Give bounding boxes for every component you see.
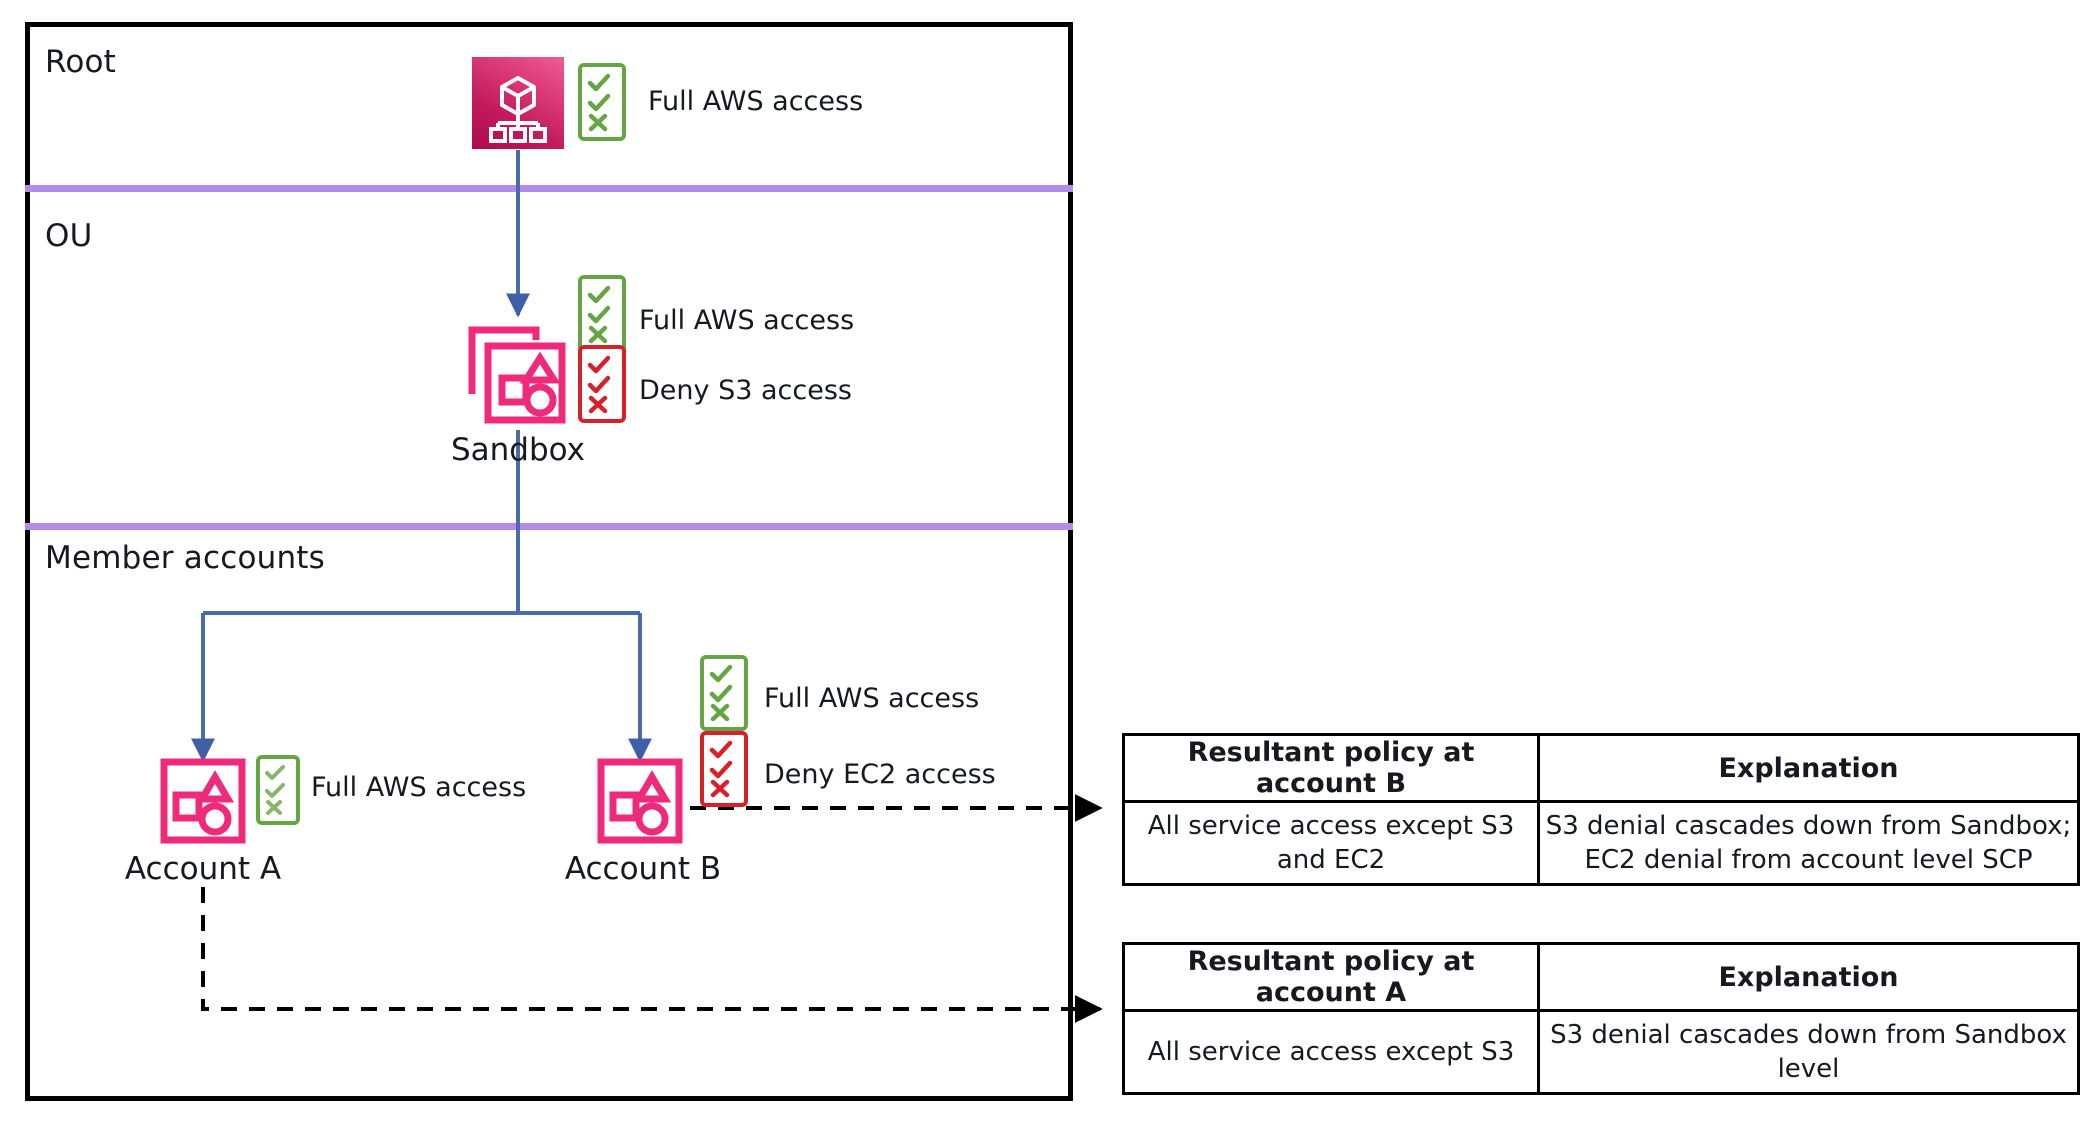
- zone-label-root: Root: [45, 44, 117, 80]
- organizational-unit-icon: [466, 322, 570, 426]
- table-header-explanation-b: Explanation: [1537, 733, 2080, 803]
- policy-allow-icon: [578, 275, 626, 353]
- zone-divider-ou: [25, 185, 1073, 192]
- zone-label-ou: OU: [45, 218, 93, 254]
- policy-deny-icon: [578, 345, 626, 423]
- policy-allow-icon: [578, 63, 626, 141]
- table-header-policy-a: Resultant policy at account A: [1122, 942, 1540, 1012]
- aws-account-icon: [159, 757, 247, 845]
- table-header-explanation-a: Explanation: [1537, 942, 2080, 1012]
- policy-label-account-b-allow: Full AWS access: [764, 683, 980, 714]
- policy-allow-icon: [700, 655, 748, 731]
- table-cell-explanation-a: S3 denial cascades down from Sandbox lev…: [1537, 1009, 2080, 1095]
- table-row: All service access except S3 S3 denial c…: [1122, 1009, 2080, 1095]
- zone-label-member: Member accounts: [45, 540, 326, 576]
- policy-label-sandbox-deny: Deny S3 access: [639, 375, 852, 406]
- policy-deny-icon: [700, 731, 748, 807]
- table-cell-explanation-b: S3 denial cascades down from Sandbox; EC…: [1537, 800, 2080, 886]
- table-row: Resultant policy at account B Explanatio…: [1122, 733, 2080, 803]
- policy-label-account-a-allow: Full AWS access: [311, 772, 527, 803]
- resultant-policy-table-account-a: Resultant policy at account A Explanatio…: [1122, 942, 2080, 1095]
- node-caption-account-b: Account B: [564, 851, 722, 887]
- policy-label-root-allow: Full AWS access: [648, 86, 864, 117]
- policy-label-account-b-deny: Deny EC2 access: [764, 759, 996, 790]
- aws-organizations-icon: [472, 57, 564, 149]
- policy-label-sandbox-allow: Full AWS access: [639, 305, 855, 336]
- node-caption-account-a: Account A: [124, 851, 282, 887]
- zone-divider-member: [25, 523, 1073, 530]
- table-row: All service access except S3 and EC2 S3 …: [1122, 800, 2080, 886]
- table-header-policy-b: Resultant policy at account B: [1122, 733, 1540, 803]
- policy-allow-icon: [256, 755, 300, 825]
- table-cell-policy-a: All service access except S3: [1122, 1009, 1540, 1095]
- table-row: Resultant policy at account A Explanatio…: [1122, 942, 2080, 1012]
- table-cell-policy-b: All service access except S3 and EC2: [1122, 800, 1540, 886]
- resultant-policy-table-account-b: Resultant policy at account B Explanatio…: [1122, 733, 2080, 886]
- node-caption-sandbox: Sandbox: [450, 432, 586, 468]
- aws-account-icon: [596, 757, 684, 845]
